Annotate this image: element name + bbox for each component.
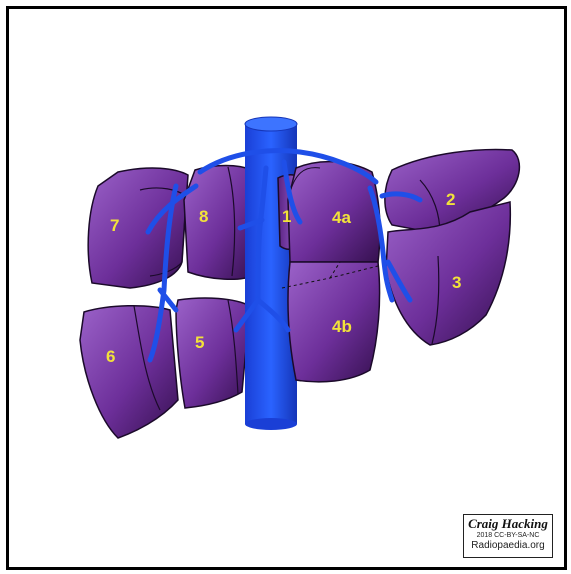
segment-7 bbox=[88, 168, 188, 288]
segment-6 bbox=[80, 306, 178, 438]
label-segment-6: 6 bbox=[106, 347, 115, 366]
segment-4b bbox=[282, 262, 380, 382]
segment-8 bbox=[184, 166, 255, 280]
credit-box: Craig Hacking 2018 CC-BY-SA-NC Radiopaed… bbox=[463, 514, 553, 558]
label-segment-2: 2 bbox=[446, 190, 455, 209]
credit-license: 2018 CC-BY-SA-NC bbox=[464, 531, 552, 540]
credit-site: Radiopaedia.org bbox=[464, 540, 552, 552]
label-segment-3: 3 bbox=[452, 273, 461, 292]
credit-author: Craig Hacking bbox=[464, 517, 552, 531]
label-segment-8: 8 bbox=[199, 207, 208, 226]
label-segment-1: 1 bbox=[282, 207, 291, 226]
label-segment-5: 5 bbox=[195, 333, 204, 352]
label-segment-4b: 4b bbox=[332, 317, 352, 336]
segment-5 bbox=[176, 298, 250, 408]
label-segment-4a: 4a bbox=[332, 208, 351, 227]
label-segment-7: 7 bbox=[110, 216, 119, 235]
